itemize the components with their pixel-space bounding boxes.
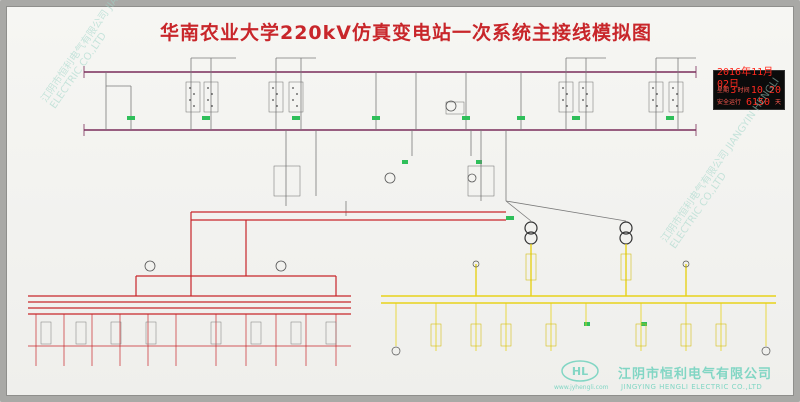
board-title: 华南农业大学220kV仿真变电站一次系统主接线模拟图 <box>159 22 652 44</box>
switchgear-stacks-220kv <box>185 81 684 115</box>
bus-220kv <box>84 71 696 131</box>
single-line-diagram <box>28 57 776 366</box>
bus-10kv <box>381 244 776 304</box>
feeder-bays-220kv <box>105 57 696 130</box>
switch-stacks-10kv <box>430 253 727 347</box>
feeders-110kv <box>28 314 351 366</box>
clock-safety-row: 安全运行 6150 天 <box>717 97 781 109</box>
company-name-cn: 江阴市恒利电气有限公司 <box>618 367 773 382</box>
switch-stacks-110kv <box>40 321 337 345</box>
clock-weekday-label: 星期 <box>717 87 730 94</box>
clock-time-label: 时间 <box>737 87 750 94</box>
clock-weekday: 3 <box>730 85 737 96</box>
company-logo: HL <box>561 360 599 382</box>
bus-220kv-ticks <box>83 66 697 136</box>
led-clock-display: 2016年11月02日 星期 3 时间 10 20 安全运行 6150 天 <box>713 67 785 110</box>
clock-days-unit: 天 <box>774 99 781 106</box>
feeders-10kv <box>395 303 767 351</box>
transformer-feeder-stacks <box>273 165 495 197</box>
switch-dots-220kv <box>189 87 678 107</box>
clock-safety-days: 6150 <box>745 97 771 108</box>
company-name-en: JINGYING HENGLI ELECTRIC CO.,LTD <box>621 383 763 391</box>
transformer-feeds <box>285 130 627 222</box>
clock-time-row: 星期 3 时间 10 20 <box>717 85 781 97</box>
clock-time: 10 20 <box>750 85 781 96</box>
company-website: www.jyhengli.com <box>554 384 609 391</box>
breakers-green <box>127 116 674 326</box>
clock-date-row: 2016年11月02日 <box>717 67 781 90</box>
pt-10kv <box>391 260 771 356</box>
main-transformers <box>524 221 633 245</box>
clock-safety-label: 安全运行 <box>717 99 742 106</box>
pt-symbols <box>144 100 477 272</box>
clock-date: 2016年11月02日 <box>717 67 774 90</box>
logo-text: HL <box>572 365 588 378</box>
bus-110kv <box>28 211 506 315</box>
